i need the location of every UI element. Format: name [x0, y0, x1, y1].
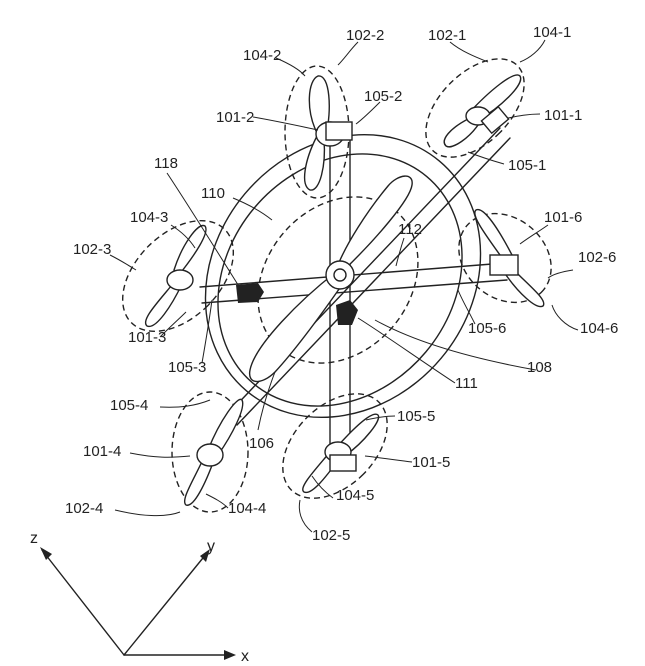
z-axis-label: z	[30, 530, 38, 547]
x-axis-arrow	[224, 650, 236, 660]
label-110: 110	[201, 185, 225, 202]
z-axis-arrow	[40, 547, 52, 560]
label-104-4: 104-4	[228, 500, 266, 517]
label-102-6: 102-6	[578, 249, 616, 266]
rotor-102-6	[458, 209, 552, 308]
rotor-102-1	[425, 58, 525, 158]
label-101-3: 101-3	[128, 329, 166, 346]
label-106: 106	[249, 435, 274, 452]
z-axis-line	[41, 549, 125, 656]
label-111: 111	[455, 375, 478, 392]
label-102-5: 102-5	[312, 527, 350, 544]
joint-111	[336, 300, 358, 325]
label-105-3: 105-3	[168, 359, 206, 376]
label-102-4: 102-4	[65, 500, 103, 517]
rotor-102-3	[121, 219, 235, 333]
label-101-1: 101-1	[544, 107, 582, 124]
coordinate-axes: z y x	[30, 530, 249, 665]
label-105-1: 105-1	[508, 157, 546, 174]
label-105-2: 105-2	[364, 88, 402, 105]
label-104-6: 104-6	[580, 320, 618, 337]
shroud-outer	[204, 133, 482, 419]
label-118: 118	[154, 155, 178, 172]
y-axis-line	[123, 552, 208, 656]
label-102-2: 102-2	[346, 27, 384, 44]
rotor-102-4	[171, 391, 249, 513]
label-105-6: 105-6	[468, 320, 506, 337]
reference-labels: 102-2 102-1 104-1 104-2 105-2 101-2 101-…	[65, 24, 618, 544]
label-112: 112	[398, 221, 422, 238]
label-104-2: 104-2	[243, 47, 281, 64]
label-101-5: 101-5	[412, 454, 450, 471]
label-101-2: 101-2	[216, 109, 254, 126]
label-101-6: 101-6	[544, 209, 582, 226]
label-104-3: 104-3	[130, 209, 168, 226]
label-105-5: 105-5	[397, 408, 435, 425]
y-axis-arrow	[200, 549, 210, 562]
x-axis-label: x	[241, 648, 249, 665]
label-104-5: 104-5	[336, 487, 374, 504]
label-102-1: 102-1	[428, 27, 466, 44]
rotor-102-5	[282, 393, 388, 499]
joint-118	[236, 283, 264, 303]
label-102-3: 102-3	[73, 241, 111, 258]
central-propeller-106	[248, 175, 413, 383]
label-105-4-text: 105-4	[110, 397, 148, 414]
y-axis-label: y	[207, 538, 215, 555]
leader-lines	[109, 39, 579, 533]
label-101-4: 101-4	[83, 443, 121, 460]
label-104-1: 104-1	[533, 24, 571, 41]
label-108: 108	[527, 359, 552, 376]
rotor-102-2	[284, 65, 353, 199]
